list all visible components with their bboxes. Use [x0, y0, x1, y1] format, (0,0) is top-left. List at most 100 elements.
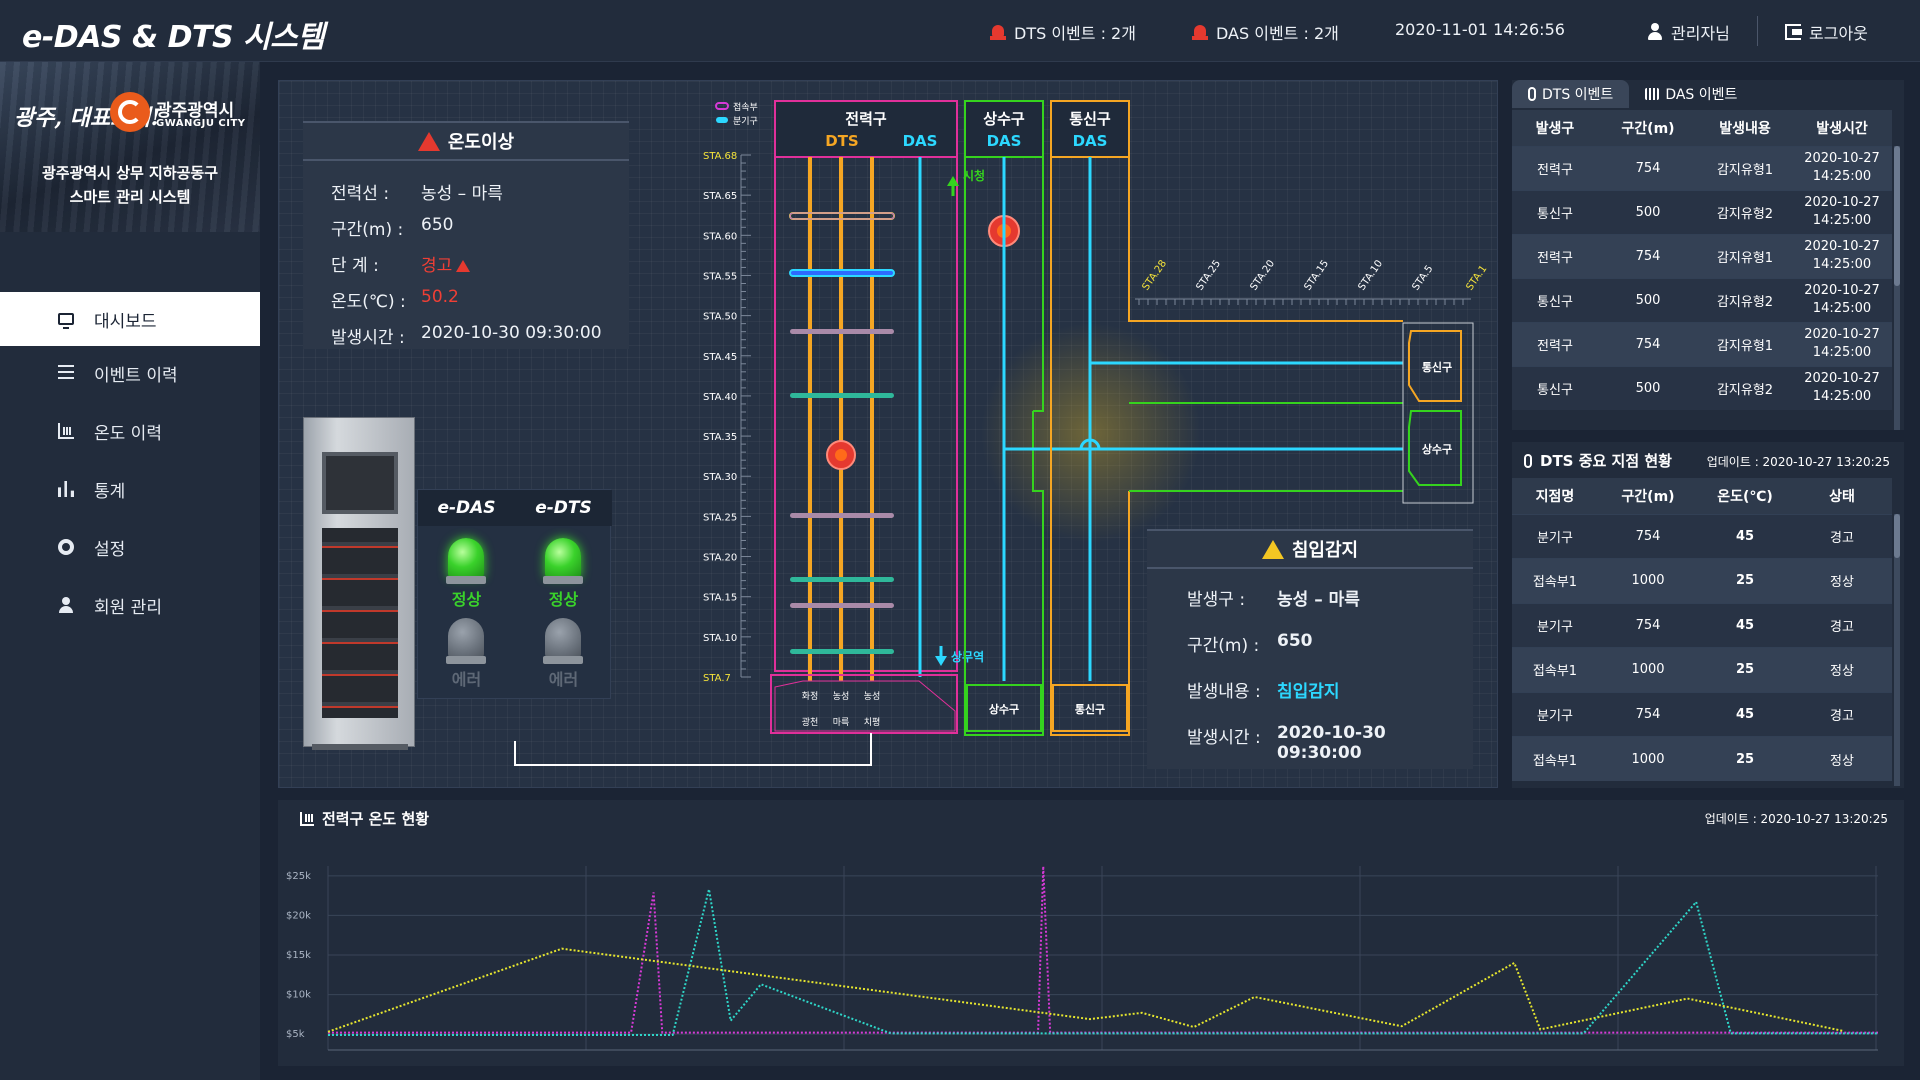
chart-title: 전력구 온도 현황 [322, 810, 430, 828]
logout-button[interactable]: 로그아웃 [1785, 20, 1868, 44]
lamp-base [446, 656, 486, 664]
event-clock: 14:25:00 [1812, 345, 1872, 360]
das-status-title: e-DAS [418, 490, 515, 526]
dts-event-indicator[interactable]: DTS 이벤트 : 2개 [990, 20, 1136, 44]
points-scrollbar[interactable] [1894, 514, 1900, 786]
chart-series-cyan [328, 889, 1878, 1036]
event-section: 500 [1598, 365, 1698, 410]
nav-event-history[interactable]: 이벤트 이력 [0, 346, 260, 400]
user-menu[interactable]: 관리자님 [1647, 20, 1730, 44]
point-status: 경고 [1792, 602, 1892, 648]
nav-members[interactable]: 회원 관리 [0, 578, 260, 632]
thermometer-icon [1524, 453, 1532, 468]
das-event-indicator[interactable]: DAS 이벤트 : 2개 [1192, 20, 1339, 44]
junction-bar-inner [789, 212, 895, 220]
chart-update-time: 업데이트 : 2020-10-27 13:20:25 [1704, 812, 1888, 826]
event-date: 2020-10-27 [1804, 195, 1880, 210]
intrusion-alert-title: 침입감지 [1291, 540, 1359, 561]
tab-dts-events[interactable]: DTS 이벤트 [1512, 80, 1630, 108]
nav-settings[interactable]: 설정 [0, 520, 260, 574]
water-tunnel-header [964, 100, 1044, 158]
user-icon [1647, 23, 1663, 41]
lamp-base [543, 576, 583, 584]
horizontal-sta-label: STA.20 [1248, 258, 1277, 292]
cabinet-rack [322, 528, 398, 718]
power-station-label: 광천 [802, 716, 819, 728]
points-scroll-thumb[interactable] [1894, 514, 1900, 558]
dts-normal-label: 정상 [548, 590, 579, 609]
events-scroll-thumb[interactable] [1894, 146, 1900, 286]
line-value: 농성 – 마륵 [421, 184, 503, 204]
place-label: 발생구 : [1187, 590, 1246, 610]
horizontal-sta-label: STA.1 [1464, 264, 1489, 293]
nav-temp-history[interactable]: 온도 이력 [0, 404, 260, 458]
event-place: 통신구 [1512, 277, 1598, 322]
brand-city: 광주광역시 [156, 101, 235, 121]
sta-label: STA.15 [703, 593, 737, 604]
temp-alarm-core [835, 449, 847, 461]
sta-label: STA.25 [703, 512, 737, 523]
sta-label: STA.40 [703, 392, 737, 403]
legend-branch-swatch [716, 117, 728, 123]
event-place: 전력구 [1512, 233, 1598, 278]
power-bottom-box [770, 674, 958, 734]
dts-points-update-time: 업데이트 : 2020-10-27 13:20:25 [1706, 455, 1890, 469]
das-normal-label: 정상 [451, 590, 482, 609]
comm-bottom-label: 통신구 [1075, 702, 1105, 716]
power-station-label: 화정 [802, 691, 819, 702]
nav-statistics[interactable]: 통계 [0, 462, 260, 516]
time-label: 발생시간 : [331, 328, 405, 348]
chart-icon [58, 423, 74, 439]
nav-label: 통계 [94, 481, 126, 502]
event-clock: 14:25:00 [1812, 169, 1872, 184]
dts-event-count: DTS 이벤트 : 2개 [1014, 24, 1136, 43]
nav-dashboard[interactable]: 대시보드 [0, 292, 260, 346]
column-header: 발생시간 [1792, 110, 1892, 146]
column-header: 발생내용 [1698, 110, 1792, 146]
comm-tunnel-title: 통신구 [1069, 110, 1111, 128]
comm-tunnel-outline-top [1128, 157, 1403, 322]
das-event-count: DAS 이벤트 : 2개 [1216, 24, 1339, 43]
events-scrollbar[interactable] [1894, 146, 1900, 430]
events-tabs: DTS 이벤트 DAS 이벤트 [1512, 80, 1753, 108]
event-content: 감지유형2 [1698, 189, 1792, 234]
water-bottom-box [966, 684, 1042, 732]
logout-icon [1785, 24, 1802, 40]
dts-error-label: 에러 [548, 670, 579, 689]
point-status: 정상 [1792, 647, 1892, 692]
sta-label: STA.10 [703, 633, 737, 644]
section-label: 구간(m) : [331, 220, 404, 240]
point-temp: 45 [1698, 513, 1792, 559]
event-content: 감지유형2 [1698, 365, 1792, 410]
tab-das-events[interactable]: DAS 이벤트 [1629, 80, 1753, 108]
time-value: 2020-10-30 09:30:00 [421, 323, 602, 343]
temperature-alert-card: 온도이상 전력선 : 농성 – 마륵 구간(m) : 650 단 계 : 경고 … [303, 121, 629, 349]
point-section: 754 [1598, 691, 1698, 737]
event-content: 감지유형1 [1698, 233, 1792, 278]
legend-junction-label: 접속부 [733, 101, 758, 113]
cable-crossover [1079, 438, 1101, 450]
point-name: 분기구 [1512, 602, 1598, 648]
table-header-row: 지점명 구간(m) 온도(℃) 상태 [1512, 478, 1892, 514]
chart-y-tick-label: $20k [286, 910, 311, 921]
sta-label: STA.55 [703, 271, 737, 282]
nav-label: 회원 관리 [94, 597, 162, 618]
comm-das-label: DAS [1073, 132, 1108, 150]
section-value: 650 [421, 215, 454, 235]
das-error-label: 에러 [451, 670, 482, 689]
event-date: 2020-10-27 [1804, 371, 1880, 387]
brand-banner: 광주, 대표도시! 광주광역시 GWANGJU CITY 광주광역시 상무 지하… [0, 62, 260, 232]
